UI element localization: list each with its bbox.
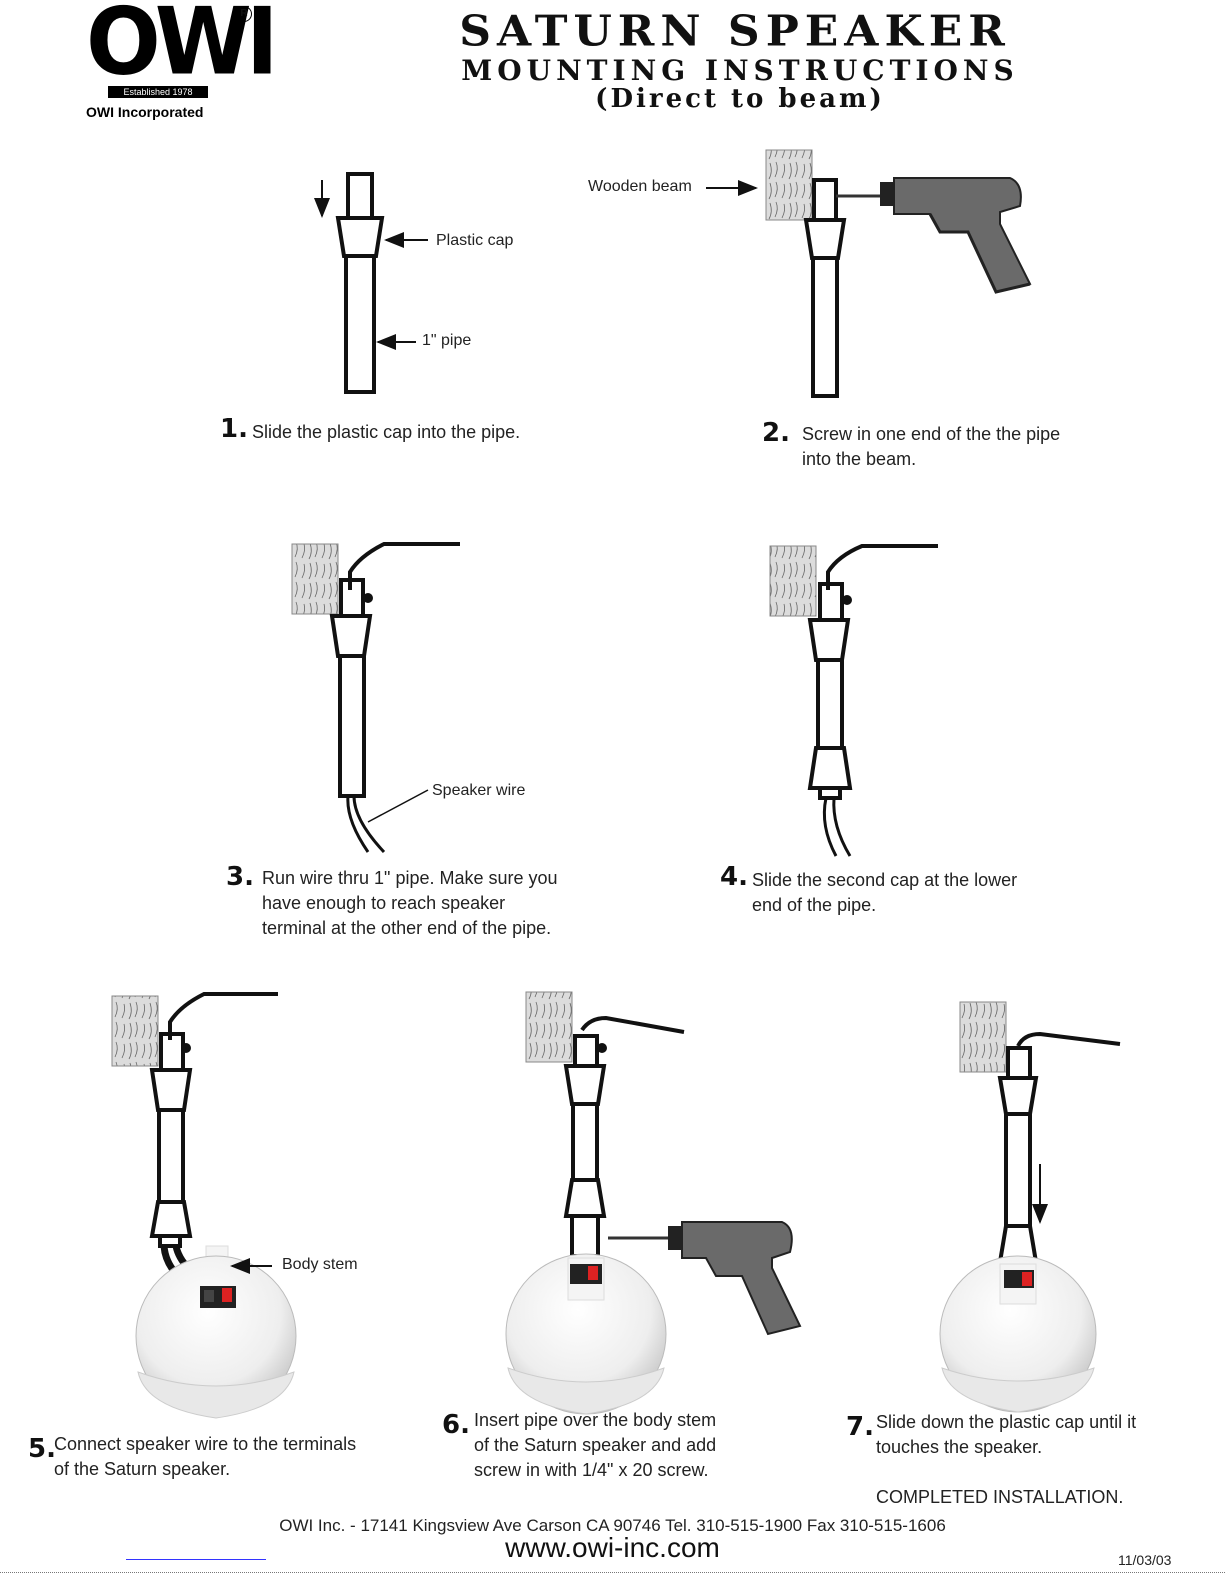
link-underline <box>126 1559 266 1560</box>
step2-illustration <box>706 149 1032 398</box>
label-wooden-beam: Wooden beam <box>588 178 692 195</box>
footer-url[interactable]: www.owi-inc.com <box>505 1532 720 1563</box>
step5-illustration <box>111 992 297 1419</box>
step-line: Run wire thru 1" pipe. Make sure you <box>262 868 558 888</box>
step4-illustration <box>769 544 938 857</box>
step-line: Slide the plastic cap into the pipe. <box>252 422 521 442</box>
step6-illustration <box>505 991 802 1415</box>
step-line: Slide down the plastic cap until it <box>876 1412 1137 1432</box>
step-line: Slide the second cap at the lower <box>752 870 1018 890</box>
logo-established: Established 1978 <box>108 86 208 98</box>
step-text: Slide down the plastic cap until it touc… <box>876 1410 1136 1460</box>
page-title: SATURN SPEAKER <box>459 7 1011 56</box>
registered-mark: R <box>236 6 252 22</box>
step-number: 2. <box>762 418 790 448</box>
step-line: of the Saturn speaker and add <box>474 1435 717 1455</box>
step1-illustration <box>314 172 428 394</box>
label-speaker-wire: Speaker wire <box>432 782 526 799</box>
step-text: Connect speaker wire to the terminals of… <box>54 1432 356 1482</box>
step-line: end of the pipe. <box>752 895 877 915</box>
step-number: 4. <box>720 862 748 892</box>
page-divider <box>0 1572 1225 1573</box>
step-number: 7. <box>846 1412 874 1442</box>
step-line: terminal at the other end of the pipe. <box>262 918 552 938</box>
step-number: 6. <box>442 1410 470 1440</box>
step3-illustration <box>291 542 460 854</box>
footer-address: OWI Inc. - 17141 Kingsview Ave Carson CA… <box>279 1516 946 1535</box>
label-pipe: 1" pipe <box>422 332 472 349</box>
step-line: have enough to reach speaker <box>262 893 506 913</box>
step-line: of the Saturn speaker. <box>54 1459 231 1479</box>
company-name: OWI Incorporated <box>86 104 204 120</box>
step-number: 1. <box>220 414 248 444</box>
step-text: Screw in one end of the the pipe into th… <box>802 422 1060 472</box>
step-line: screw in with 1/4" x 20 screw. <box>474 1460 709 1480</box>
footer-date: 11/03/03 <box>1118 1552 1172 1568</box>
page-subtitle: MOUNTING INSTRUCTIONS <box>461 54 1019 87</box>
step-line: into the beam. <box>802 449 917 469</box>
completed-installation: COMPLETED INSTALLATION. <box>876 1487 1124 1507</box>
step-line: Connect speaker wire to the terminals <box>54 1434 357 1454</box>
drill-icon <box>836 177 1032 294</box>
page-subtitle-2: (Direct to beam) <box>595 84 885 114</box>
step-number: 5. <box>28 1434 56 1464</box>
step-text: Run wire thru 1" pipe. Make sure you hav… <box>262 866 558 941</box>
step-text: Slide the plastic cap into the pipe. <box>252 420 520 445</box>
step-line: Screw in one end of the the pipe <box>802 424 1061 444</box>
step-line: Insert pipe over the body stem <box>474 1410 717 1430</box>
step7-illustration <box>939 1001 1121 1413</box>
drill-icon <box>668 1221 802 1336</box>
label-plastic-cap: Plastic cap <box>436 232 514 249</box>
step-number: 3. <box>226 862 254 892</box>
label-body-stem: Body stem <box>282 1256 358 1273</box>
step-text: Insert pipe over the body stem of the Sa… <box>474 1408 716 1483</box>
step-line: touches the speaker. <box>876 1437 1043 1457</box>
step-text: Slide the second cap at the lower end of… <box>752 868 1017 918</box>
